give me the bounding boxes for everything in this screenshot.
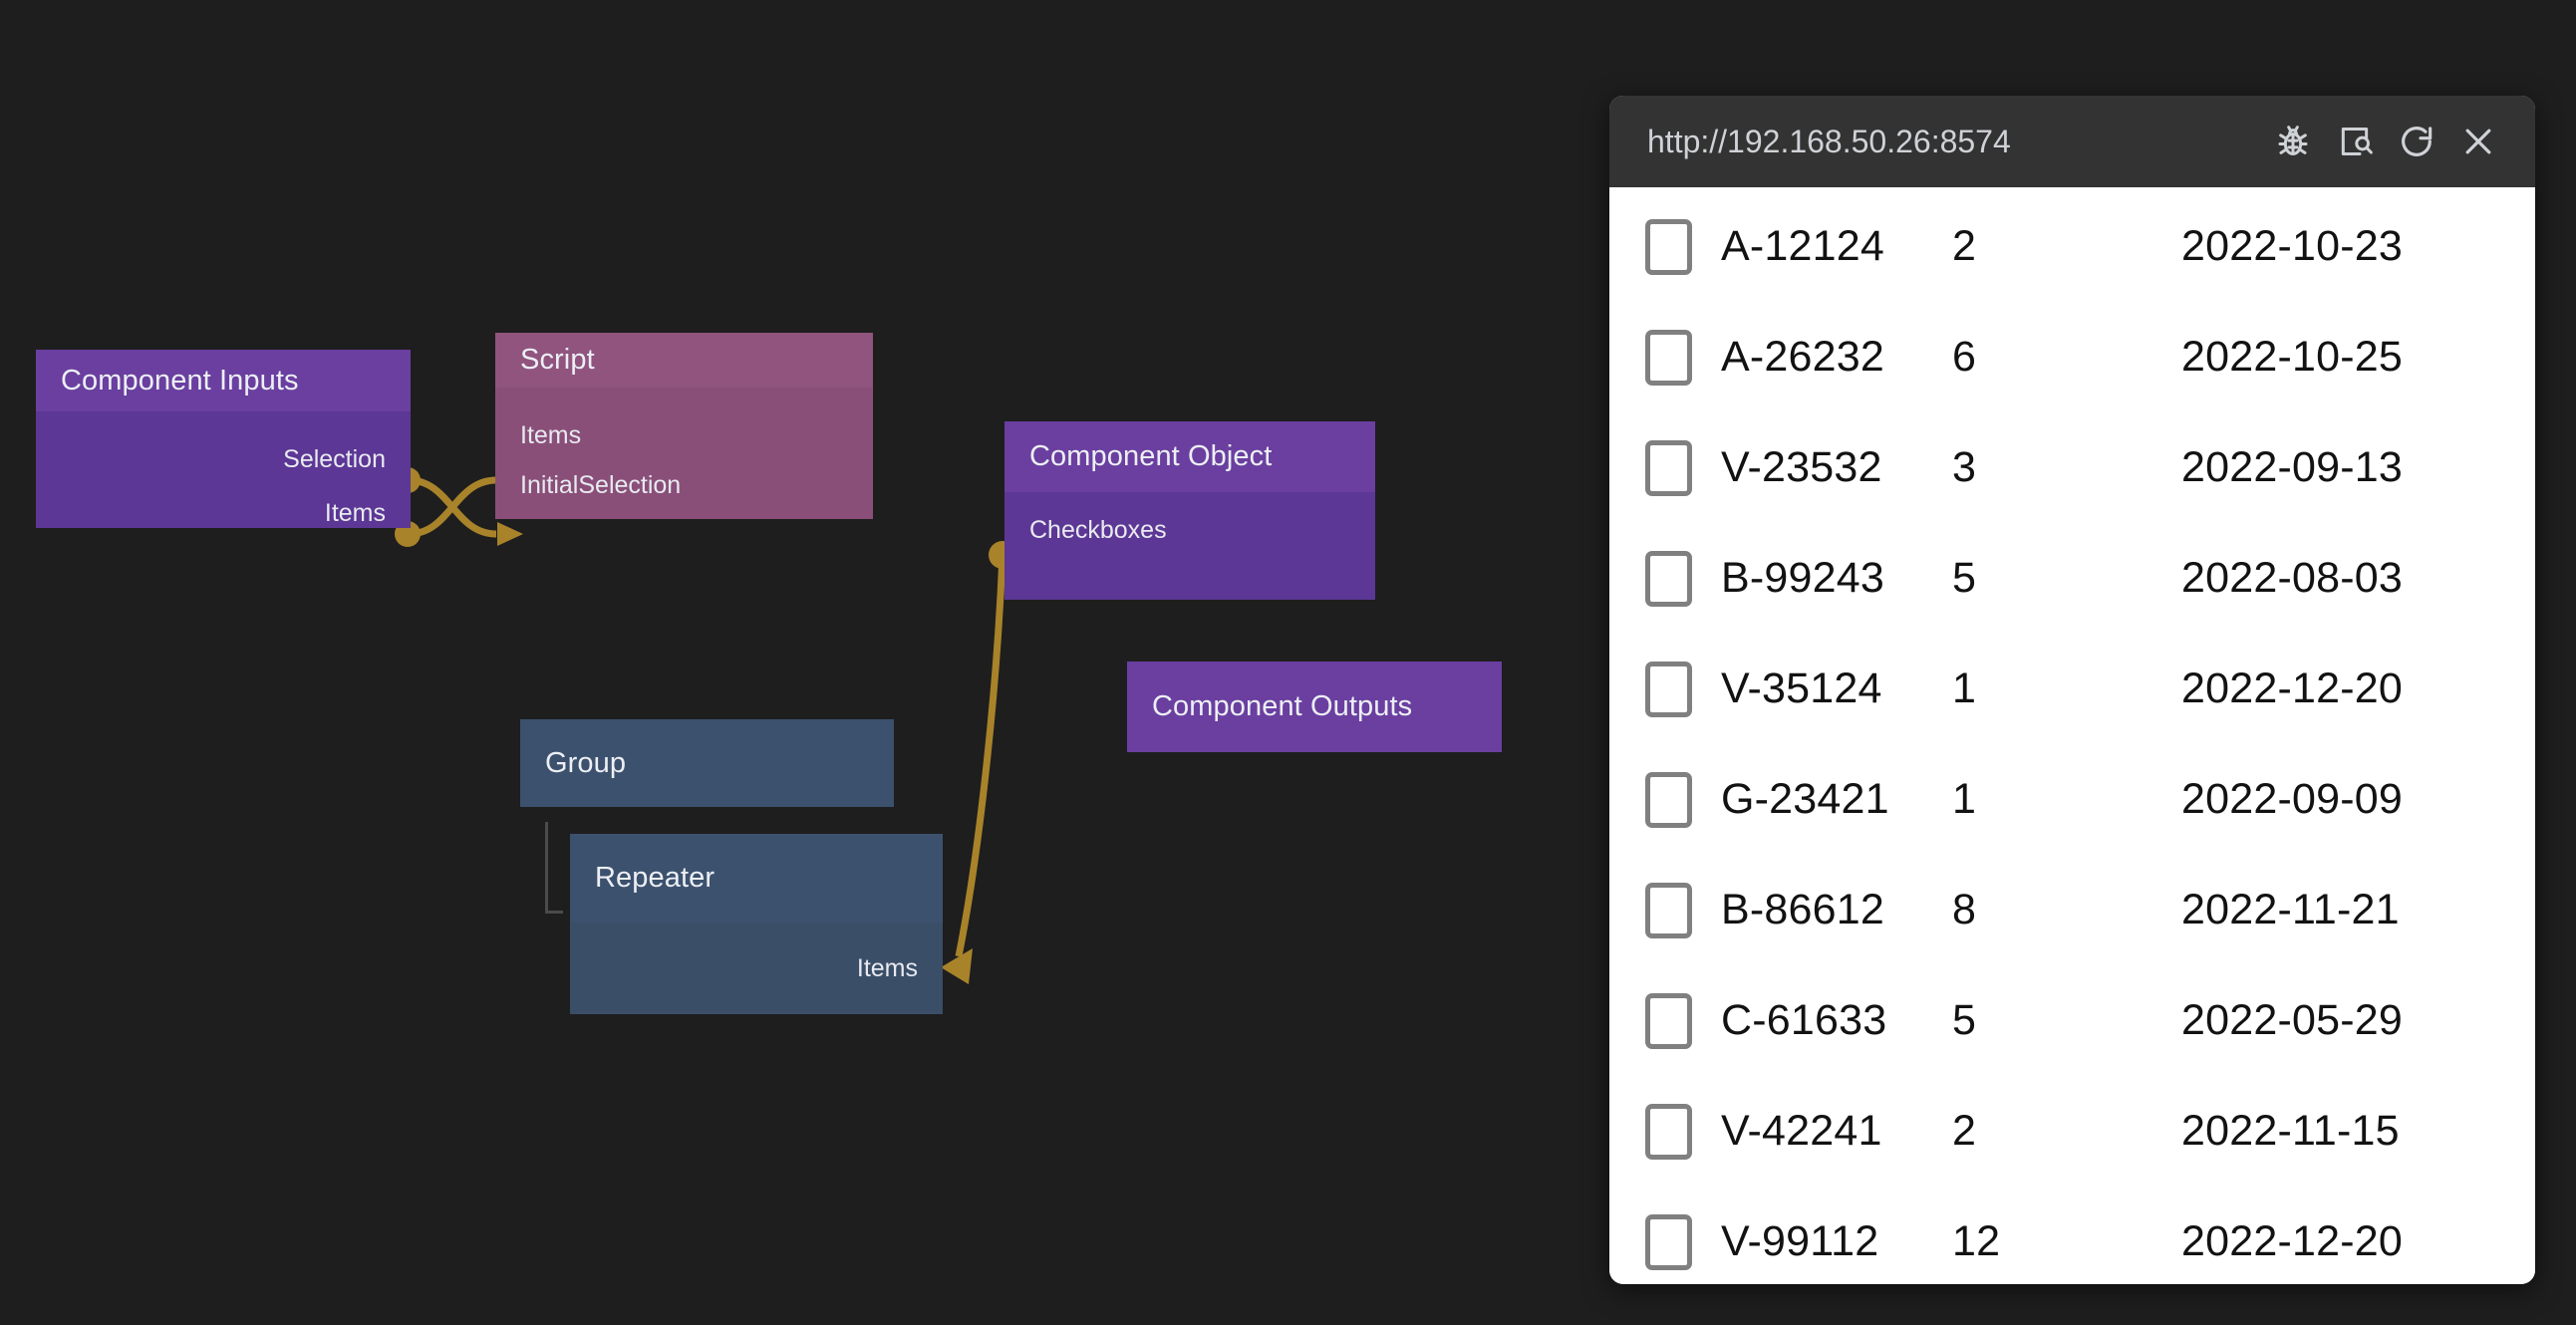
cell-id: V-42241 [1721, 1107, 1882, 1155]
cell-quantity: 12 [1952, 1217, 2001, 1265]
row-checkbox[interactable] [1645, 218, 1692, 275]
cell-id: B-99243 [1721, 554, 1884, 602]
port-initialselection-in[interactable]: InitialSelection [520, 471, 682, 499]
row-checkbox[interactable] [1645, 992, 1692, 1049]
group-child-bracket [545, 822, 563, 914]
cell-id: A-12124 [1721, 222, 1884, 270]
table-row[interactable]: V-99112 12 2022-12-20 [1609, 1187, 2535, 1284]
wire-checkboxes-to-repeater-items [955, 554, 1006, 957]
table-row[interactable]: G-23421 1 2022-09-09 [1609, 744, 2535, 855]
wire-items-to-items [408, 476, 497, 538]
port-selection-out[interactable]: Selection [283, 445, 386, 473]
cell-id: A-26232 [1721, 333, 1884, 381]
arrowhead-repeater-items [941, 948, 973, 984]
row-checkbox[interactable] [1645, 550, 1692, 607]
cell-date: 2022-09-13 [2181, 443, 2403, 491]
node-body: Items InitialSelection [495, 388, 873, 519]
cell-date: 2022-11-21 [2181, 886, 2400, 933]
browser-preview-panel[interactable]: http://192.168.50.26:8574 [1609, 96, 2535, 1284]
port-items-in[interactable]: Items [520, 421, 582, 449]
table-row[interactable]: V-42241 2 2022-11-15 [1609, 1076, 2535, 1187]
cell-date: 2022-09-09 [2181, 775, 2403, 823]
cell-date: 2022-05-29 [2181, 996, 2403, 1044]
port-items-out[interactable]: Items [324, 499, 386, 527]
cell-quantity: 6 [1952, 333, 1977, 381]
table-row[interactable]: V-23532 3 2022-09-13 [1609, 412, 2535, 523]
row-checkbox[interactable] [1645, 1103, 1692, 1160]
cell-date: 2022-11-15 [2181, 1107, 2400, 1155]
arrowhead-script-initialselection [497, 522, 523, 546]
cell-id: V-35124 [1721, 664, 1882, 712]
node-title: Component Object [1004, 421, 1375, 492]
cell-quantity: 3 [1952, 443, 1977, 491]
node-title: Component Outputs [1127, 662, 1502, 752]
cell-id: V-23532 [1721, 443, 1882, 491]
row-checkbox[interactable] [1645, 439, 1692, 496]
node-group[interactable]: Group [520, 719, 894, 807]
cell-id: B-86612 [1721, 886, 1884, 933]
cell-quantity: 1 [1952, 664, 1977, 712]
port-checkboxes-in[interactable]: Checkboxes [1029, 516, 1167, 544]
cell-date: 2022-12-20 [2181, 1217, 2403, 1265]
browser-header: http://192.168.50.26:8574 [1609, 96, 2535, 187]
cell-quantity: 2 [1952, 1107, 1977, 1155]
reload-icon[interactable] [2386, 111, 2447, 172]
node-script[interactable]: Script Items InitialSelection [495, 333, 873, 519]
node-title: Component Inputs [36, 350, 411, 411]
node-component-object[interactable]: Component Object Checkboxes [1004, 421, 1375, 600]
table-row[interactable]: C-61633 5 2022-05-29 [1609, 965, 2535, 1076]
table-row[interactable]: V-35124 1 2022-12-20 [1609, 634, 2535, 744]
table-row[interactable]: B-86612 8 2022-11-21 [1609, 855, 2535, 965]
cell-id: V-99112 [1721, 1217, 1879, 1265]
row-checkbox[interactable] [1645, 771, 1692, 828]
cell-quantity: 1 [1952, 775, 1977, 823]
cell-date: 2022-12-20 [2181, 664, 2403, 712]
table-row[interactable]: A-26232 6 2022-10-25 [1609, 302, 2535, 412]
cell-date: 2022-10-23 [2181, 222, 2403, 270]
row-checkbox[interactable] [1645, 661, 1692, 717]
node-body: Checkboxes [1004, 492, 1375, 600]
cell-quantity: 5 [1952, 996, 1977, 1044]
cell-quantity: 2 [1952, 222, 1977, 270]
cell-id: C-61633 [1721, 996, 1887, 1044]
cell-id: G-23421 [1721, 775, 1889, 823]
node-body: Selection Items [36, 411, 411, 528]
cell-quantity: 8 [1952, 886, 1977, 933]
node-title: Group [520, 719, 894, 807]
node-body: Items [570, 923, 943, 1014]
close-icon[interactable] [2447, 111, 2509, 172]
node-title: Script [495, 333, 873, 388]
table-row[interactable]: B-99243 5 2022-08-03 [1609, 523, 2535, 634]
bug-icon[interactable] [2262, 111, 2324, 172]
table-row[interactable]: A-12124 2 2022-10-23 [1609, 191, 2535, 302]
port-items-out[interactable]: Items [856, 954, 918, 982]
row-checkbox[interactable] [1645, 1213, 1692, 1270]
url-bar[interactable]: http://192.168.50.26:8574 [1647, 123, 2011, 159]
cell-date: 2022-08-03 [2181, 554, 2403, 602]
node-component-outputs[interactable]: Component Outputs [1127, 662, 1502, 752]
node-repeater[interactable]: Repeater Items [570, 834, 943, 1014]
cell-quantity: 5 [1952, 554, 1977, 602]
row-checkbox[interactable] [1645, 329, 1692, 386]
row-checkbox[interactable] [1645, 882, 1692, 938]
page-search-icon[interactable] [2324, 111, 2386, 172]
cell-date: 2022-10-25 [2181, 333, 2403, 381]
node-title: Repeater [570, 834, 943, 923]
node-component-inputs[interactable]: Component Inputs Selection Items [36, 350, 411, 528]
